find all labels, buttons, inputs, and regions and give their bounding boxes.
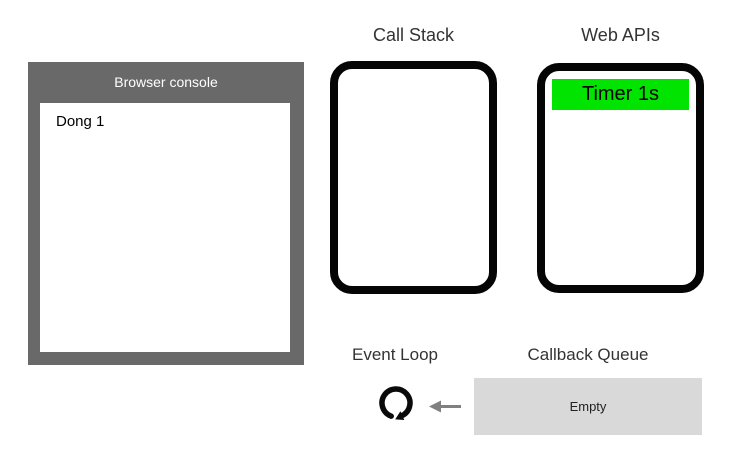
call-stack-box [330, 61, 497, 294]
left-arrow-icon [429, 400, 461, 413]
callback-queue-status: Empty [569, 399, 607, 414]
loop-arrow-icon [379, 386, 413, 420]
browser-console-panel: Browser console Dong 1 [28, 62, 304, 365]
event-loop-label: Event Loop [351, 345, 438, 364]
browser-console-output: Dong 1 [40, 103, 290, 352]
browser-console-title: Browser console [114, 74, 218, 90]
timer-item: Timer 1s [552, 79, 689, 110]
console-log-entry: Dong 1 [56, 113, 105, 130]
callback-queue-label: Callback Queue [527, 345, 649, 364]
web-apis-label: Web APIs [581, 25, 660, 45]
call-stack-label: Call Stack [372, 25, 455, 45]
callback-queue-box: Empty [474, 378, 702, 435]
web-apis-box: Timer 1s [537, 63, 704, 293]
